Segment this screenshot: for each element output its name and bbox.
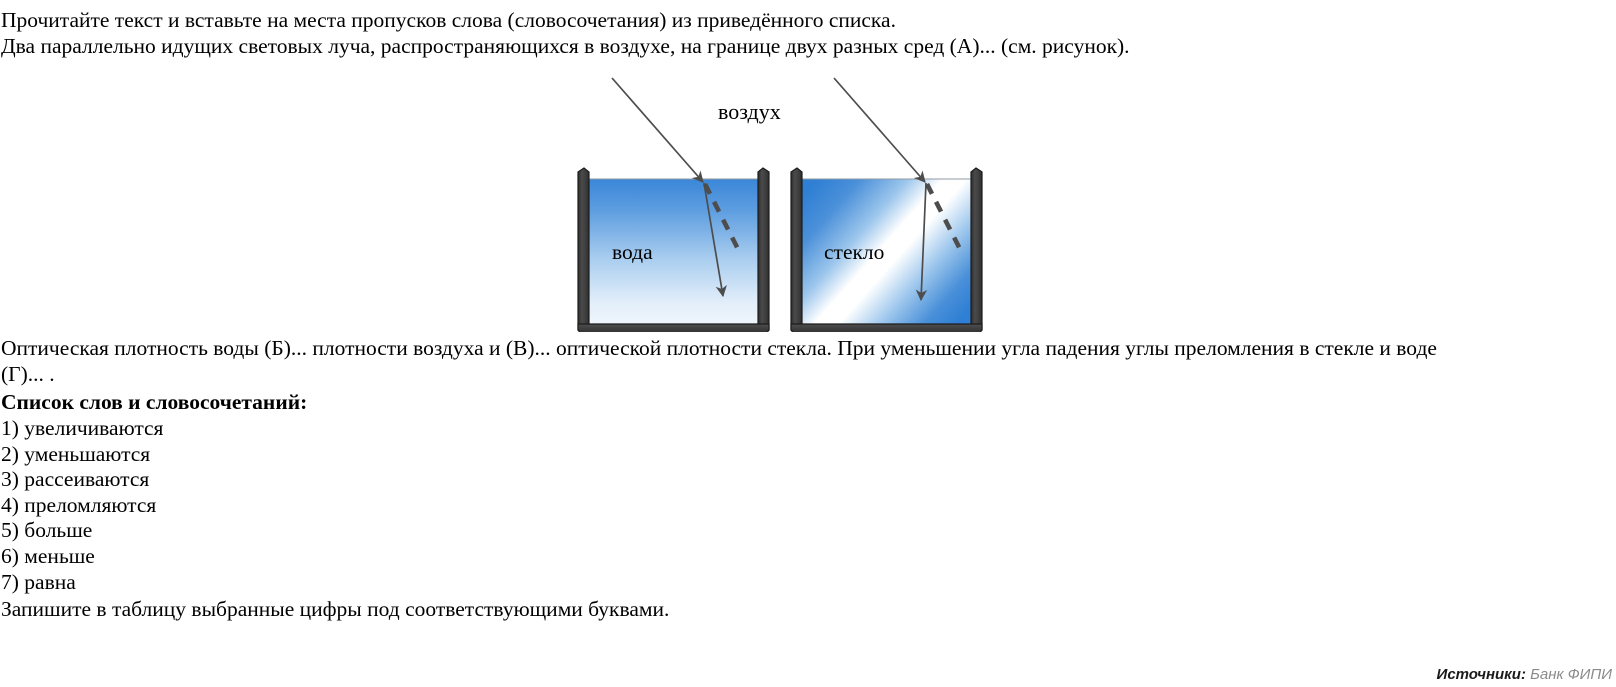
source-footer: Источники: Банк ФИПИ [1437,666,1612,683]
list-item: 5) больше [1,518,93,543]
statement-paragraph: Оптическая плотность воды (Б)... плотнос… [1,336,1615,387]
refraction-diagram [570,62,1010,332]
word-list-heading: Список слов и словосочетаний: [1,390,308,414]
statement-line-1: Оптическая плотность воды (Б)... плотнос… [1,336,1437,360]
statement-line-2: (Г)... . [1,361,55,386]
air-label: воздух [718,99,781,124]
glass-wall-left [790,167,803,331]
list-item: 3) рассеиваются [1,467,150,492]
source-value: Банк ФИПИ [1530,666,1612,683]
water-wall-left [577,167,590,331]
water-body [589,179,758,324]
tank-water [577,77,770,332]
water-wall-bottom [577,323,770,332]
refracted-ray-water [703,182,727,298]
incident-ray-water [611,77,704,183]
source-label: Источники: [1436,666,1526,683]
undeviated-dashed-glass [924,182,964,253]
instruction-line-2: Два параллельно идущих световых луча, ра… [1,33,1130,58]
water-label: вода [612,240,653,264]
list-item: 7) равна [1,569,76,594]
list-item: 4) преломляются [1,492,157,517]
glass-wall-bottom [790,323,983,332]
tank-glass [790,77,983,332]
final-instruction: Запишите в таблицу выбранные цифры под с… [1,597,670,621]
incident-ray-glass [833,77,926,183]
list-item: 6) меньше [1,543,95,568]
glass-wall-right [970,167,983,331]
water-wall-right [757,167,770,331]
instruction-block: Прочитайте текст и вставьте на места про… [1,8,1611,59]
refracted-ray-glass [915,182,928,302]
list-item: 2) уменьшаются [1,441,151,466]
undeviated-dashed-water [702,182,742,253]
list-item: 1) увеличиваются [1,416,164,440]
instruction-line-1: Прочитайте текст и вставьте на места про… [1,8,896,32]
diagram-svg [577,77,983,332]
glass-body [802,179,971,324]
word-list: 1) увеличиваются 2) уменьшаются 3) рассе… [1,416,163,595]
glass-label: стекло [824,240,885,264]
